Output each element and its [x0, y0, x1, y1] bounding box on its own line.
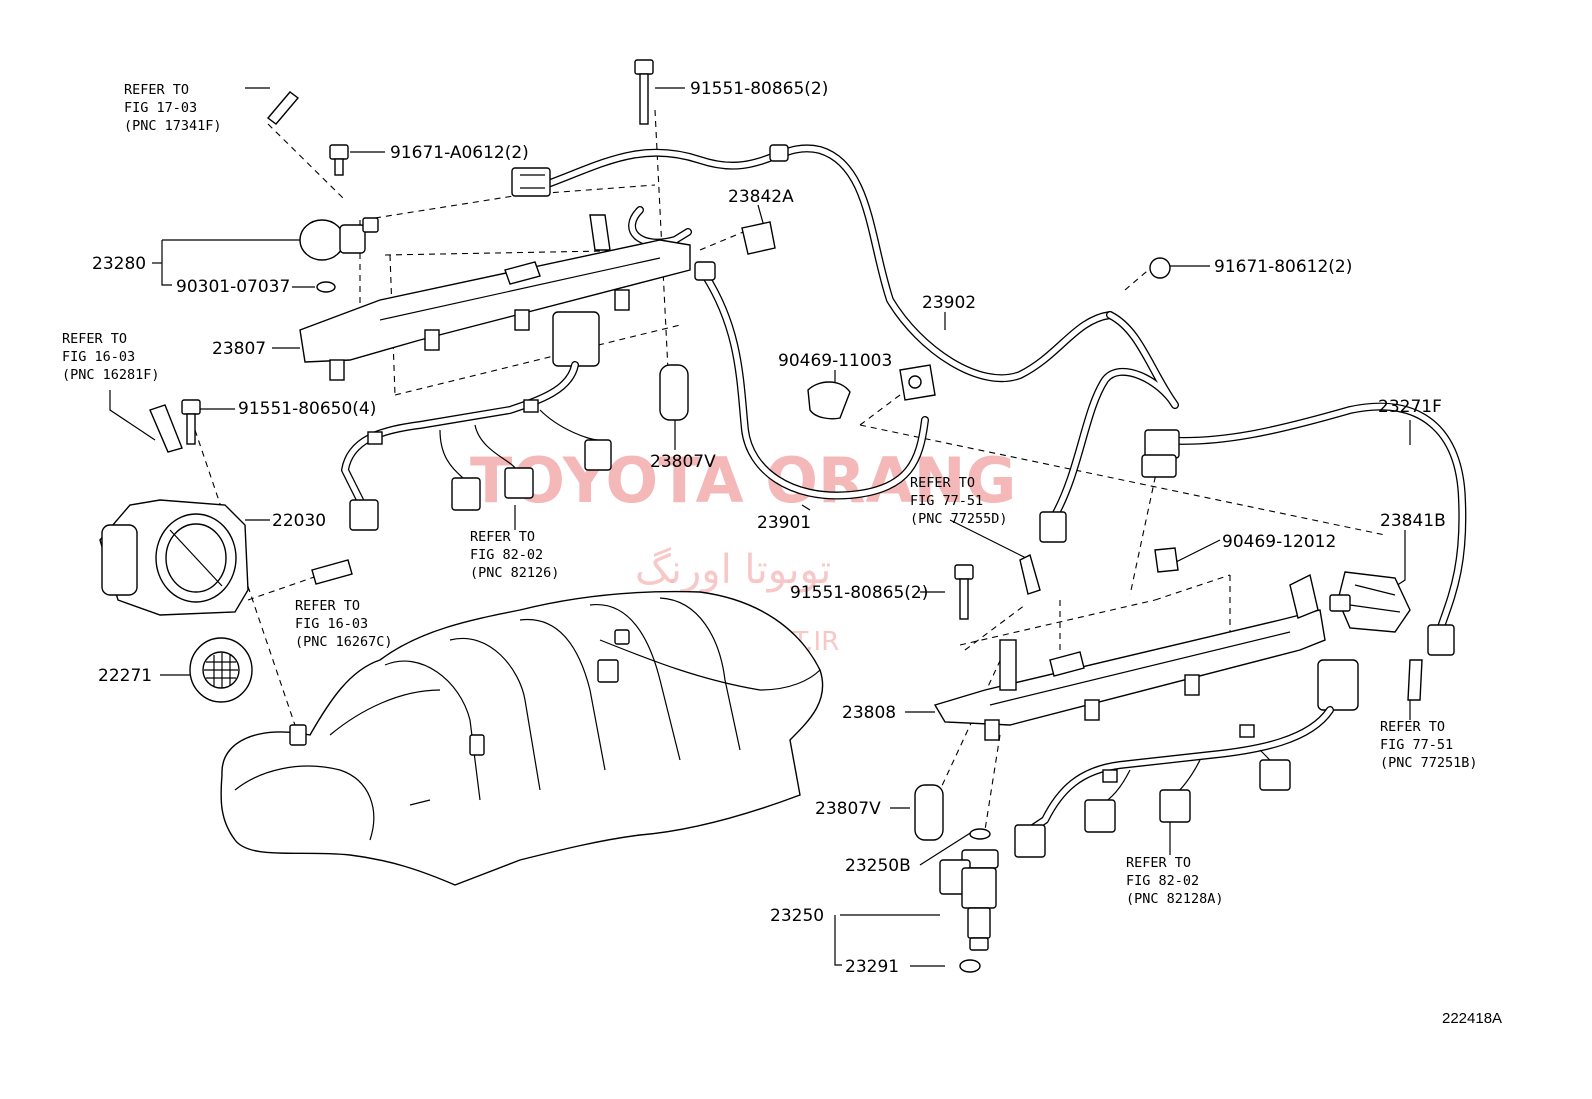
- label-23280: 23280: [92, 254, 146, 274]
- hose-stub-77255d: [1019, 553, 1041, 595]
- label-90469-11003: 90469-11003: [778, 351, 892, 371]
- label-23250b: 23250B: [845, 856, 911, 876]
- label-23841b: 23841B: [1380, 511, 1446, 531]
- label-23808: 23808: [842, 703, 896, 723]
- damper-23807v-bottom: [914, 784, 944, 841]
- svg-text:(PNC 77255D): (PNC 77255D): [910, 511, 1008, 527]
- svg-text:(PNC 17341F): (PNC 17341F): [124, 118, 222, 134]
- bolt-91671-a0612: [329, 144, 349, 176]
- label-23807: 23807: [212, 339, 266, 359]
- label-90469-12012: 90469-12012: [1222, 532, 1336, 552]
- hose-23902: [541, 144, 1114, 383]
- clip-23842a: [741, 221, 776, 255]
- refer-note-16281f: REFER TO FIG 16-03 (PNC 16281F): [62, 331, 160, 383]
- hose-connector-bottom-right: [1427, 624, 1455, 656]
- refer-note-17341f: REFER TO FIG 17-03 (PNC 17341F): [124, 82, 222, 134]
- fuel-rail-23808: [933, 573, 1326, 741]
- refer-note-82128a: REFER TO FIG 82-02 (PNC 82128A): [1126, 855, 1224, 907]
- refer-note-16267c: REFER TO FIG 16-03 (PNC 16267C): [295, 598, 393, 650]
- svg-text:REFER TO: REFER TO: [124, 82, 189, 98]
- watermark-main: TOYOTA ORANG: [470, 444, 1016, 517]
- watermark-farsi: تویوتا اورنگ: [635, 547, 831, 593]
- bolt-91671-80612: [1149, 257, 1171, 279]
- refer-note-77255d: REFER TO FIG 77-51 (PNC 77255D): [910, 475, 1008, 527]
- label-91671-80612: 91671-80612(2): [1214, 257, 1352, 277]
- clip-90469-11003: [807, 381, 851, 420]
- svg-text:FIG 16-03: FIG 16-03: [295, 616, 368, 632]
- fuel-rail-23807: [299, 214, 691, 381]
- sensor-23841b: [1329, 571, 1411, 633]
- part-labels: 91551-80865(2) 91671-A0612(2) 23280 9030…: [92, 79, 1446, 977]
- label-91551-80650: 91551-80650(4): [238, 399, 376, 419]
- svg-text:REFER TO: REFER TO: [62, 331, 127, 347]
- oring-23291: [959, 959, 981, 973]
- label-22271: 22271: [98, 666, 152, 686]
- leader-lines: [109, 87, 1411, 967]
- hose-stub-16281f: [149, 404, 183, 453]
- svg-text:REFER TO: REFER TO: [1380, 719, 1445, 735]
- svg-text:(PNC 82126): (PNC 82126): [470, 565, 559, 581]
- hose-connector-lower: [1039, 511, 1067, 543]
- hose-stub: [628, 206, 692, 247]
- hose-connector-23901: [694, 261, 716, 281]
- label-22030: 22030: [272, 511, 326, 531]
- hose-stub-77251b: [1407, 659, 1423, 701]
- label-91671-a0612: 91671-A0612(2): [390, 143, 529, 163]
- label-23902: 23902: [922, 293, 976, 313]
- svg-text:REFER TO: REFER TO: [910, 475, 975, 491]
- label-90301-07037: 90301-07037: [176, 277, 290, 297]
- label-23250: 23250: [770, 906, 824, 926]
- harness-left: [341, 311, 612, 531]
- label-91551-80865-mid: 91551-80865(2): [790, 583, 928, 603]
- svg-text:(PNC 77251B): (PNC 77251B): [1380, 755, 1478, 771]
- label-23807v-top: 23807V: [650, 452, 716, 472]
- svg-text:REFER TO: REFER TO: [1126, 855, 1191, 871]
- hose-connector-23271f: [1141, 429, 1180, 478]
- hose-connector-top-right: [769, 144, 789, 162]
- clip-right-mount: [899, 364, 936, 401]
- hose-stub-16267c: [311, 559, 353, 585]
- svg-text:FIG 82-02: FIG 82-02: [1126, 873, 1199, 889]
- bolt-91551-80865-top: [634, 59, 654, 125]
- hose-stub-17341f: [266, 91, 300, 125]
- svg-text:(PNC 16267C): (PNC 16267C): [295, 634, 393, 650]
- hose-connector-top-left: [511, 167, 551, 197]
- diagram-code: 222418A: [1442, 1010, 1502, 1027]
- label-23271f: 23271F: [1378, 397, 1442, 417]
- intake-manifold: [220, 590, 824, 886]
- svg-text:FIG 17-03: FIG 17-03: [124, 100, 197, 116]
- refer-note-82126: REFER TO FIG 82-02 (PNC 82126): [470, 529, 559, 581]
- hose-right-crossover: [1051, 311, 1179, 519]
- label-23291: 23291: [845, 957, 899, 977]
- gasket-22271: [189, 637, 253, 703]
- svg-text:FIG 77-51: FIG 77-51: [910, 493, 983, 509]
- label-23807v-bottom: 23807V: [815, 799, 881, 819]
- svg-text:REFER TO: REFER TO: [295, 598, 360, 614]
- injector-23250: [939, 828, 999, 951]
- watermark: TOYOTA ORANG تویوتا اورنگ TOYOTAPART.IR: [470, 444, 1016, 657]
- clip-90469-12012: [1154, 547, 1179, 573]
- bolt-91551-80650: [181, 399, 201, 445]
- pressure-regulator-23280: [299, 217, 379, 293]
- svg-text:FIG 82-02: FIG 82-02: [470, 547, 543, 563]
- svg-text:FIG 16-03: FIG 16-03: [62, 349, 135, 365]
- harness-right: [1014, 659, 1359, 858]
- hose-23901: [701, 271, 929, 500]
- svg-text:(PNC 16281F): (PNC 16281F): [62, 367, 160, 383]
- svg-text:FIG 77-51: FIG 77-51: [1380, 737, 1453, 753]
- svg-text:(PNC 82128A): (PNC 82128A): [1126, 891, 1224, 907]
- label-91551-80865-top: 91551-80865(2): [690, 79, 828, 99]
- refer-note-77251b: REFER TO FIG 77-51 (PNC 77251B): [1380, 719, 1478, 771]
- bolt-91551-80865-mid: [954, 564, 974, 620]
- hose-23271f: [1156, 402, 1467, 634]
- svg-text:REFER TO: REFER TO: [470, 529, 535, 545]
- damper-23807v-top: [659, 364, 689, 421]
- throttle-body-22030: [99, 499, 249, 616]
- label-23842a: 23842A: [728, 187, 794, 207]
- label-23901: 23901: [757, 513, 811, 533]
